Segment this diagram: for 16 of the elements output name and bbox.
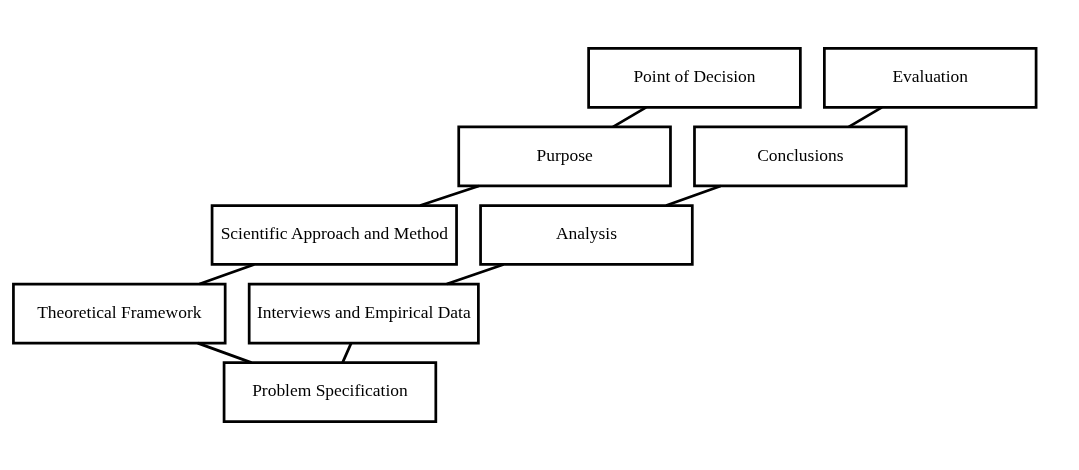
- connector: [197, 341, 252, 364]
- connector: [341, 342, 353, 363]
- node-box: Conclusions: [693, 125, 908, 188]
- connector: [665, 184, 722, 207]
- node-box: Scientific Approach and Method: [210, 204, 458, 266]
- connector: [198, 263, 255, 286]
- connector: [419, 184, 480, 207]
- node-box: Problem Specification: [222, 361, 438, 423]
- node-box: Evaluation: [823, 47, 1038, 109]
- node-box: Theoretical Framework: [12, 282, 227, 345]
- connector: [848, 106, 883, 129]
- node-box: Analysis: [479, 204, 694, 266]
- node-box: Point of Decision: [587, 47, 802, 109]
- node-box: Interviews and Empirical Data: [247, 282, 480, 345]
- connector: [612, 106, 647, 129]
- node-box: Purpose: [457, 125, 672, 188]
